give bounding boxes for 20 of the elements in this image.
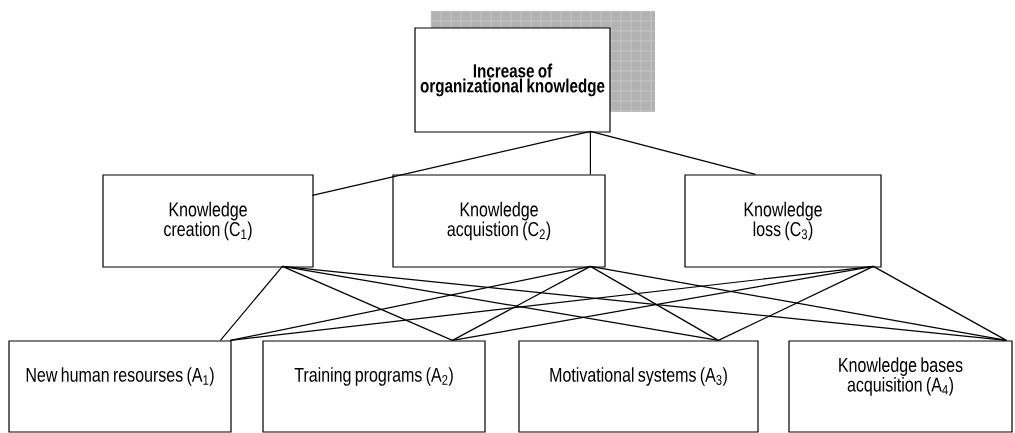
alternative-box: Training programs (A$_{2}$)	[262, 340, 486, 433]
criterion-box: Knowledge acquistion (C$_{2}$)	[392, 174, 606, 268]
connector-line	[451, 265, 591, 341]
connector-line	[219, 265, 283, 341]
goal-box: Increase of organizational knowledge	[414, 27, 611, 133]
connector-line	[451, 265, 874, 341]
alternative-box: Knowledge bases acquisition (A$_{4}$)	[788, 340, 1013, 433]
alternative-box: Motivational systems (A$_{3}$)	[518, 340, 759, 433]
alternative-box: New human resourses (A$_{1}$)	[8, 340, 232, 433]
connector-line	[589, 130, 756, 175]
connector-line	[589, 265, 719, 341]
connector-line	[589, 265, 1007, 341]
connector-line	[311, 130, 591, 196]
connector-line	[872, 265, 1007, 341]
criterion-box: Knowledge loss (C$_{3}$)	[684, 174, 882, 268]
criterion-box: Knowledge creation (C$_{1}$)	[102, 174, 314, 268]
connector-line	[281, 265, 453, 341]
connector-line	[589, 130, 591, 175]
connector-line	[229, 265, 591, 341]
connector-line	[717, 265, 874, 341]
